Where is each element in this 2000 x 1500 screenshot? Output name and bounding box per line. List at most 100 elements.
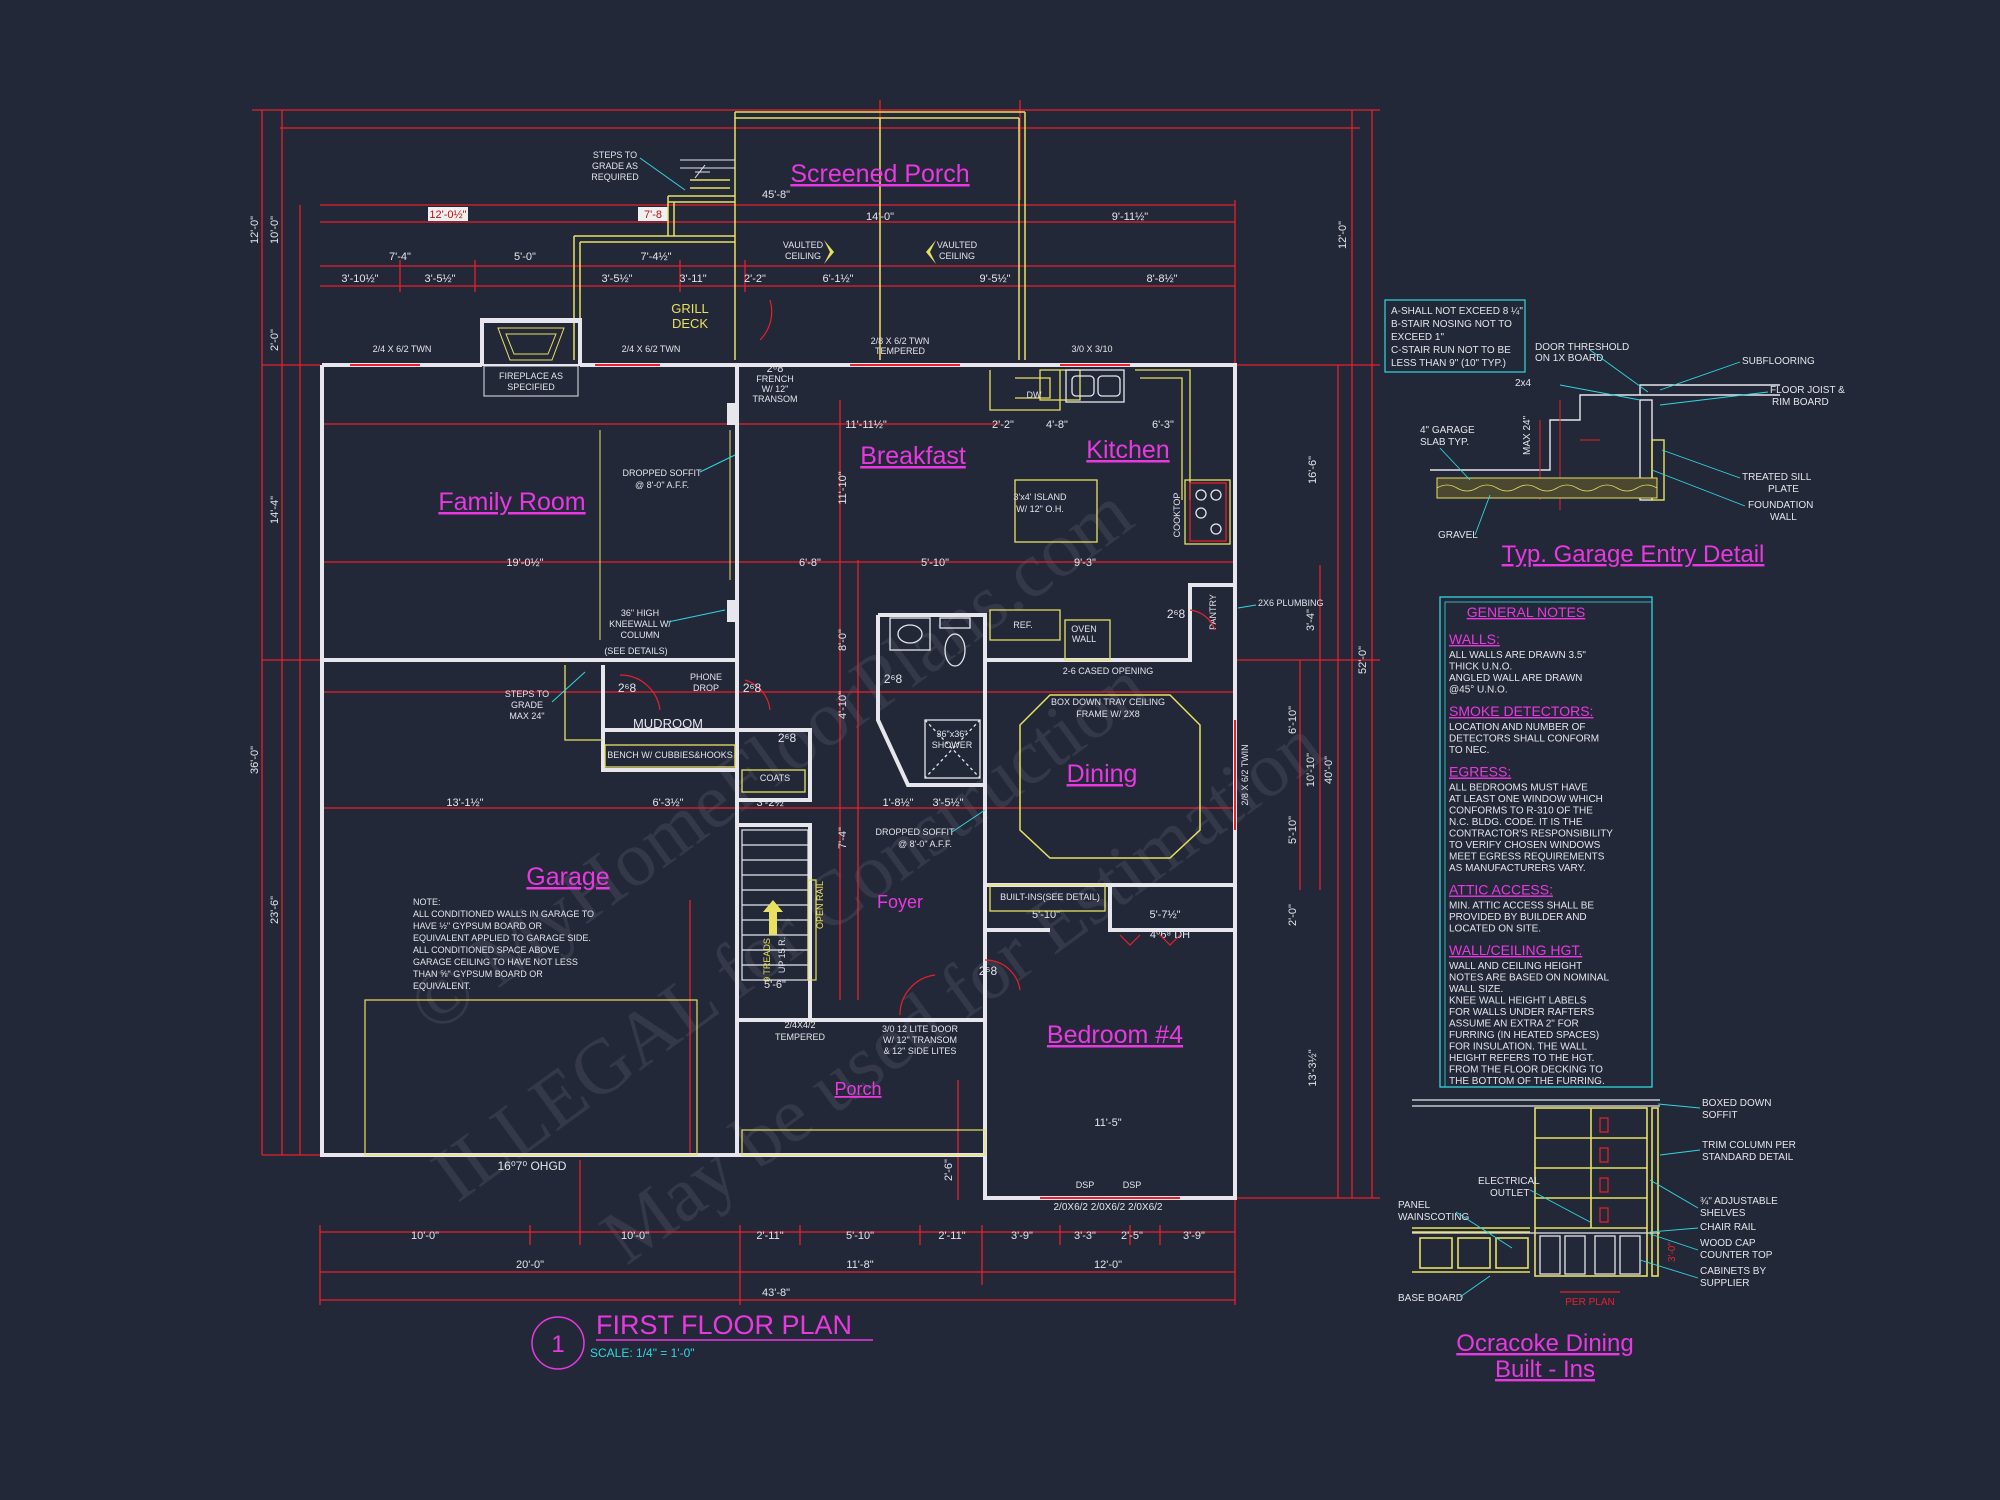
room-label-breakfast: Breakfast (860, 442, 966, 470)
detail-label: PER PLAN (1565, 1297, 1614, 1308)
dim-label: 11'-8" (846, 1259, 873, 1271)
pantry-label: PANTRY (1208, 594, 1218, 630)
dim-label: 3'-3" (1074, 1230, 1096, 1242)
detail-label: TRIM COLUMN PER (1702, 1140, 1796, 1151)
dim-label: 3'-9" (1183, 1230, 1205, 1242)
dim-label: 3'-10½" (341, 273, 378, 285)
notes-line: MIN. ATTIC ACCESS SHALL BE (1449, 901, 1594, 912)
room-label-screened-porch: Screened Porch (790, 160, 969, 188)
dim-label: 13'-3½" (1307, 1049, 1319, 1086)
dim-label: 13'-1½" (446, 797, 483, 809)
dim-label: 16'-6" (1307, 456, 1319, 484)
entry-door-label: W/ 12" TRANSOM (883, 1035, 957, 1045)
detail-label: 4" GARAGE (1420, 425, 1475, 436)
dim-label: 11'-5" (1094, 1117, 1121, 1129)
stair (741, 829, 817, 981)
steps-note: STEPS TO GRADE AS REQUIRED (591, 150, 686, 191)
tempered-door-label: 2/4X4/2 (784, 1020, 815, 1030)
dim-label: 43'-8" (762, 1287, 790, 1299)
dim-label: 23'-6" (269, 896, 281, 924)
dim-label: 7'-4" (389, 251, 411, 263)
dining-detail-title: Ocracoke Dining (1456, 1330, 1633, 1357)
up-label: UP 15 R. (777, 937, 787, 973)
notes-line: ALL BEDROOMS MUST HAVE (1449, 783, 1588, 794)
dim-label: 2'-5" (1121, 1230, 1143, 1242)
dim-label: 2'-0" (269, 329, 281, 351)
plan-number: 1 (551, 1331, 564, 1358)
note-text: REQUIRED (591, 172, 639, 182)
detail-label: WALL (1770, 512, 1797, 523)
vaulted-ceiling-left: VAULTED CEILING (783, 240, 834, 264)
notes-line: FOR WALLS UNDER RAFTERS (1449, 1007, 1595, 1018)
detail-label: CHAIR RAIL (1700, 1222, 1757, 1233)
detail-label: SUBFLOORING (1742, 356, 1815, 367)
window-label: 2/4 X 6/2 TWN (622, 344, 681, 354)
detail-note: C-STAIR RUN NOT TO BE (1391, 345, 1511, 356)
dining-detail-title: Built - Ins (1495, 1356, 1595, 1383)
kneewall-note: COLUMN (620, 630, 659, 640)
tray-note: FRAME W/ 2X8 (1076, 709, 1140, 719)
room-label-foyer: Foyer (877, 892, 923, 912)
garage-note: THAN ⅝" GYPSUM BOARD OR (413, 969, 543, 979)
dim-label: 12'-0½" (429, 209, 466, 221)
bath-fixtures (889, 617, 981, 779)
room-label-family-room: Family Room (438, 488, 585, 516)
notes-line: TO VERIFY CHOSEN WINDOWS (1449, 840, 1601, 851)
dsp-label: DSP (1123, 1180, 1142, 1190)
detail-note: LESS THAN 9" (10" TYP.) (1391, 358, 1506, 369)
fireplace (481, 321, 581, 397)
detail-label: COUNTER TOP (1700, 1250, 1773, 1261)
dim-label: 5'-10" (1032, 909, 1060, 921)
notes-line: THICK U.N.O. (1449, 662, 1512, 673)
room-label-dining: Dining (1067, 760, 1138, 788)
note-text: CEILING (785, 251, 821, 261)
detail-label: GRAVEL (1438, 530, 1478, 541)
note-text: VAULTED (783, 240, 824, 250)
dim-label: 14'-4" (269, 496, 281, 524)
notes-line: MEET EGRESS REQUIREMENTS (1449, 852, 1605, 863)
dim-label: 12'-0" (249, 216, 261, 244)
dim-label: 5'-6" (764, 979, 786, 991)
door-label: 2⁶8 (743, 681, 762, 695)
fireplace-note: FIREPLACE AS (499, 371, 563, 381)
kitchen-counters (989, 369, 1231, 661)
column (727, 403, 737, 425)
oven-label: WALL (1072, 634, 1096, 644)
garage-note: GARAGE CEILING TO HAVE NOT LESS (413, 957, 578, 967)
general-notes-body: WALLS:ALL WALLS ARE DRAWN 3.5"THICK U.N.… (1449, 631, 1613, 1087)
coats-closet (741, 769, 806, 793)
garage-note: ALL CONDITIONED WALLS IN GARAGE TO (413, 909, 594, 919)
dim-label: 9'-3" (1074, 557, 1096, 569)
dim-label: 5'-10" (921, 557, 949, 569)
builtins-label: BUILT-INS(SEE DETAIL) (1000, 892, 1100, 902)
detail-label: SUPPLIER (1700, 1278, 1749, 1289)
notes-line: FOR INSULATION. THE WALL (1449, 1042, 1588, 1053)
garage-note: EQUIVALENT APPLIED TO GARAGE SIDE. (413, 933, 591, 943)
dim-label: 2'-6" (943, 1159, 955, 1181)
garage-entry-detail: A-SHALL NOT EXCEED 8 ¼" B-STAIR NOSING N… (1384, 299, 1845, 568)
detail-label: ELECTRICAL (1478, 1176, 1540, 1187)
dim-label: 10'-0" (269, 216, 281, 244)
plumbing-label: 2X6 PLUMBING (1258, 598, 1324, 608)
detail-note: A-SHALL NOT EXCEED 8 ¼" (1391, 305, 1523, 317)
screened-porch-outline (573, 111, 1026, 360)
door-label: 2⁶8 (979, 964, 998, 978)
detail-label: PLATE (1768, 484, 1799, 495)
plan-scale: SCALE: 1/4" = 1'-0" (590, 1346, 695, 1360)
bench-cubbies (604, 744, 736, 768)
french-door-label: W/ 12" (762, 384, 789, 394)
dim-label: 1'-8½" (882, 797, 913, 809)
notes-line: KNEE WALL HEIGHT LABELS (1449, 996, 1587, 1007)
island-label: W/ 12" O.H. (1016, 504, 1064, 514)
dim-label: 3'-5½" (424, 273, 455, 285)
kitchen-sink (1065, 369, 1125, 403)
notes-line: THE BOTTOM OF THE FURRING. (1449, 1076, 1605, 1087)
detail-label: BASE BOARD (1398, 1293, 1463, 1304)
dim-label: 6'-10" (1287, 706, 1299, 734)
dim-label: 10'-0" (621, 1230, 649, 1242)
cooktop (1189, 482, 1227, 542)
dim-label: 8'-0" (837, 629, 849, 651)
note-text: VAULTED (937, 240, 978, 250)
grill-deck-label: DECK (672, 316, 708, 331)
notes-line: @45° U.N.O. (1449, 685, 1508, 696)
